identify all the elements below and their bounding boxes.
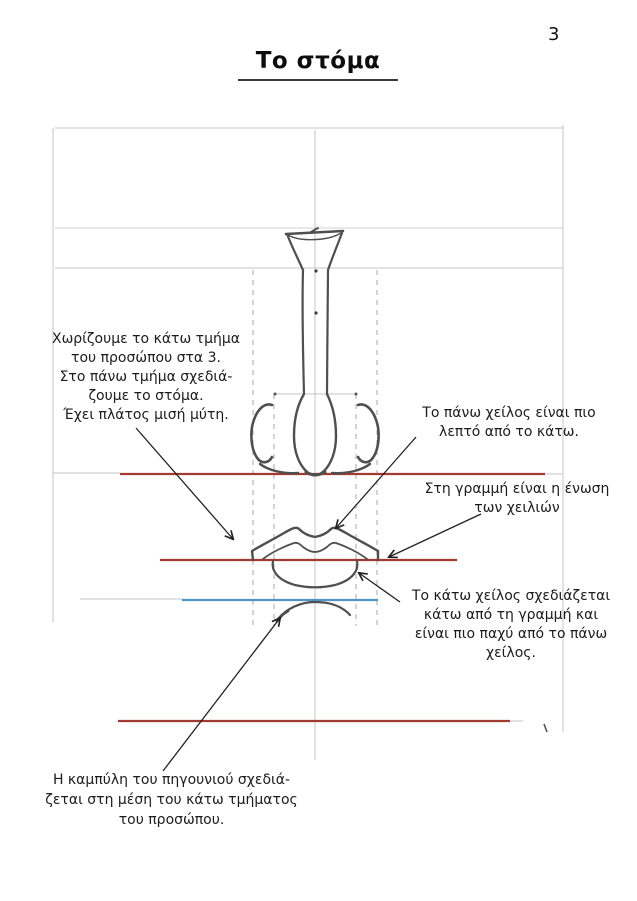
annotation-line: ζουμε το στόμα. — [88, 388, 204, 404]
upper-lip-inner — [262, 541, 368, 560]
arrow-lower-lip — [359, 573, 401, 603]
annotation-line: Η καμπύλη του πηγουνιού σχεδιά- — [52, 772, 291, 788]
nose-ball-bottom — [304, 470, 327, 477]
centerline-dot — [314, 269, 318, 273]
centerline-dot — [314, 311, 318, 315]
annotation-lip-junction: Στη γραμμή είναι η ένωση των χειλιών — [402, 480, 632, 518]
page-number: 3 — [548, 24, 560, 45]
arrow-upper-lip — [336, 436, 417, 528]
nose-bridge-right — [325, 268, 330, 396]
nose-top-cup — [287, 232, 342, 241]
annotation-upper-lip: Το πάνω χείλος είναι πιο λεπτό από το κά… — [398, 404, 620, 442]
annotation-line: των χειλιών — [474, 500, 560, 516]
arrow-lip-junction — [389, 513, 482, 557]
upper-lip-outer — [250, 526, 380, 562]
annotation-division: Χωρίζουμε το κάτω τμήμα του προσώπου στα… — [40, 330, 252, 425]
lower-lip — [271, 559, 359, 589]
nostril-wing-left — [250, 403, 274, 464]
construction-grid — [52, 125, 564, 760]
arrow-chin-curve — [162, 618, 280, 772]
annotation-line: του προσώπου. — [118, 812, 225, 828]
annotation-line: Το κάτω χείλος σχεδιάζεται — [411, 588, 611, 604]
annotation-line: Το πάνω χείλος είναι πιο — [422, 405, 596, 421]
annotation-line: ζεται στη μέση του κάτω τμήματος — [45, 792, 298, 808]
scan-mark — [543, 723, 548, 733]
nostril-base-left — [258, 462, 300, 475]
arrow-division-to-lip — [135, 427, 233, 539]
nostril-base-right — [330, 462, 372, 475]
annotation-line: είναι πιο παχύ από το πάνω — [414, 626, 608, 642]
annotation-chin: Η καμπύλη του πηγουνιού σχεδιά- ζεται στ… — [30, 770, 313, 830]
nose-funnel-left — [285, 232, 305, 272]
annotation-line: κάτω από τη γραμμή και — [423, 607, 599, 623]
nose-ball-left — [292, 392, 317, 477]
annotation-lower-lip: Το κάτω χείλος σχεδιάζεται κάτω από τη γ… — [392, 587, 630, 663]
construction-dot — [273, 392, 277, 396]
nose-top-tick — [310, 227, 319, 233]
nose-ball-right — [313, 392, 338, 477]
annotation-line: λεπτό από το κάτω. — [439, 424, 579, 440]
nose-drawing — [250, 227, 380, 477]
nose-funnel-right — [326, 231, 344, 272]
annotation-arrows — [135, 427, 482, 772]
annotation-line: Χωρίζουμε το κάτω τμήμα — [51, 331, 240, 347]
annotation-line: του προσώπου στα 3. — [71, 350, 221, 366]
nostril-wing-right — [356, 403, 380, 464]
nose-top-bar — [284, 229, 345, 236]
annotation-line: Στη γραμμή είναι η ένωση — [424, 481, 610, 497]
annotation-line: Έχει πλάτος μισή μύτη. — [63, 407, 229, 423]
annotation-line: χείλος. — [486, 645, 536, 661]
annotation-line: Στο πάνω τμήμα σχεδιά- — [59, 369, 233, 385]
page-title: Το στόμα — [238, 48, 398, 81]
nose-bridge-left — [301, 268, 306, 396]
construction-dot — [354, 392, 358, 396]
mouth-drawing — [250, 526, 380, 623]
